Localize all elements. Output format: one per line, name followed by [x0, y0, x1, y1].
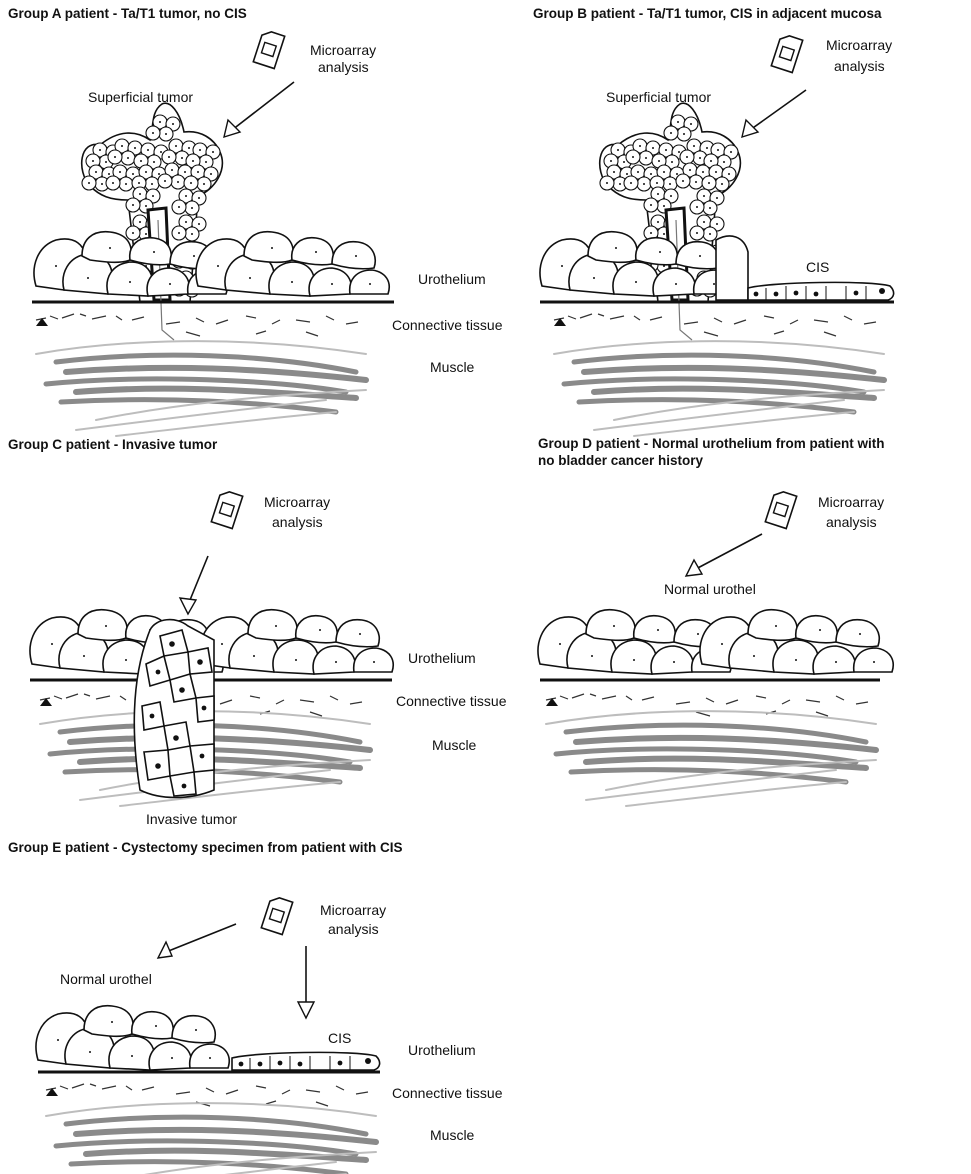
microarray-chip-icon [211, 489, 242, 528]
tumor-label: Superficial tumor [606, 89, 711, 105]
tumor-label: Superficial tumor [88, 89, 193, 105]
microarray-label-line2: analysis [826, 514, 877, 530]
panel-b: Microarray analysis Superficial tumor CI… [540, 33, 894, 436]
connective-tissue-label: Connective tissue [396, 693, 507, 709]
microarray-chip-icon [771, 33, 802, 72]
muscle-label: Muscle [430, 1127, 475, 1143]
microarray-label-line1: Microarray [826, 37, 892, 53]
microarray-label-line1: Microarray [264, 494, 330, 510]
urothelium-normal [36, 1006, 229, 1070]
cis-label: CIS [328, 1030, 351, 1046]
arrow-head [742, 120, 758, 137]
microarray-label-line2: analysis [834, 58, 885, 74]
cis-cells [748, 282, 894, 300]
normal-urothel-label: Normal urothel [60, 971, 152, 987]
urothelium-right [200, 610, 393, 674]
microarray-label-line1: Microarray [310, 42, 376, 58]
arrow-head [180, 598, 196, 614]
microarray-chip-icon [261, 895, 292, 934]
connective-tissue [554, 314, 876, 336]
connective-tissue [36, 314, 358, 336]
arrow [232, 82, 294, 130]
invasive-tumor-label: Invasive tumor [146, 811, 237, 827]
microarray-label-line2: analysis [318, 59, 369, 75]
microarray-chip-icon [765, 489, 796, 528]
normal-urothel-label: Normal urothel [664, 581, 756, 597]
muscle-fibers [46, 1103, 376, 1174]
cis-label: CIS [806, 259, 829, 275]
cis-cells [232, 1052, 380, 1070]
urothelium-label: Urothelium [408, 1042, 476, 1058]
arrow [694, 534, 762, 570]
panel-d: Microarray analysis Normal urothel [538, 489, 893, 806]
muscle-label: Muscle [430, 359, 475, 375]
panel-a: Microarray analysis Superficial tumor Ur… [32, 29, 503, 436]
urothelium-right [196, 232, 389, 296]
arrow-down-head [298, 1002, 314, 1018]
arrow [190, 556, 208, 600]
microarray-label-line1: Microarray [320, 902, 386, 918]
urothelium-label: Urothelium [408, 650, 476, 666]
arrow-head [686, 560, 702, 576]
arrow-left-head [158, 942, 172, 958]
connective-tissue [546, 694, 868, 716]
urothelium-label: Urothelium [418, 271, 486, 287]
arrow-head [224, 120, 240, 137]
microarray-label-line1: Microarray [818, 494, 884, 510]
panel-c: Microarray analysis Urothel [30, 489, 507, 827]
urothelium-right [700, 610, 893, 674]
invasive-tumor [134, 620, 214, 798]
muscle-fibers [546, 711, 876, 806]
connective-tissue-label: Connective tissue [392, 317, 503, 333]
connective-tissue-label: Connective tissue [392, 1085, 503, 1101]
muscle-fibers [36, 341, 366, 436]
arrow-left [166, 924, 236, 952]
muscle-label: Muscle [432, 737, 477, 753]
arrow [750, 90, 806, 130]
microarray-chip-icon [253, 29, 284, 68]
microarray-label-line2: analysis [272, 514, 323, 530]
muscle-fibers [554, 341, 884, 436]
microarray-label-line2: analysis [328, 921, 379, 937]
panel-e: Microarray analysis Normal urothel CIS U… [36, 895, 503, 1174]
